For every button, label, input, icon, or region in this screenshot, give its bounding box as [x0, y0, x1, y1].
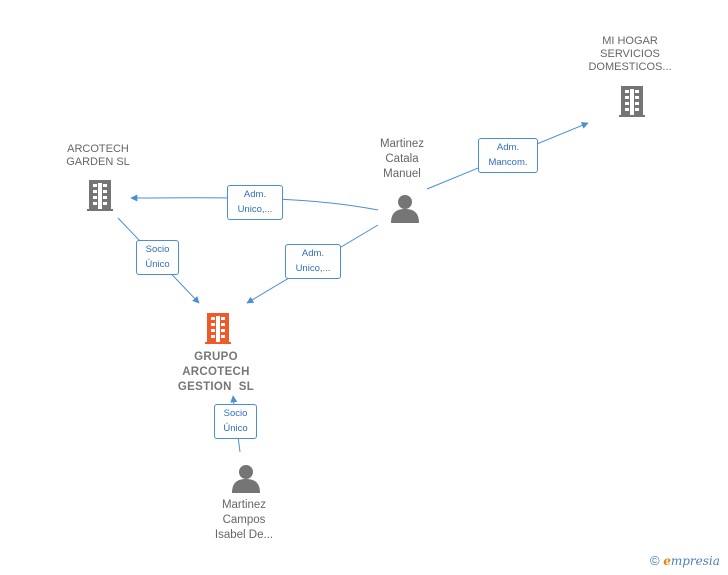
building-icon[interactable]	[205, 313, 231, 344]
edge-label-garden-grupo[interactable]: Socio Único	[136, 240, 179, 275]
person-icon[interactable]	[391, 195, 419, 223]
edge-label-catala-mihogar[interactable]: Adm. Mancom.	[478, 138, 538, 173]
edge-label-catala-grupo[interactable]: Adm. Unico,...	[285, 244, 341, 279]
node-grupo-arcotech-label[interactable]: GRUPO ARCOTECH GESTION SL	[177, 351, 255, 393]
edge-label-campos-grupo[interactable]: Socio Único	[214, 404, 257, 439]
node-arcotech-garden-label[interactable]: ARCOTECH GARDEN SL	[66, 143, 130, 168]
brand-logo: empresia	[663, 554, 720, 568]
node-martinez-catala-label[interactable]: Martinez Catala Manuel	[379, 138, 425, 180]
building-icon[interactable]	[87, 180, 113, 211]
node-mi-hogar-label[interactable]: MI HOGAR SERVICIOS DOMESTICOS...	[588, 35, 672, 73]
edge-label-catala-garden[interactable]: Adm. Unico,...	[227, 185, 283, 220]
node-martinez-campos-label[interactable]: Martinez Campos Isabel De...	[214, 499, 274, 541]
brand-footer[interactable]: © empresia	[650, 553, 720, 568]
copyright-icon: ©	[650, 553, 660, 568]
person-icon[interactable]	[232, 465, 260, 493]
building-icon[interactable]	[619, 86, 645, 117]
